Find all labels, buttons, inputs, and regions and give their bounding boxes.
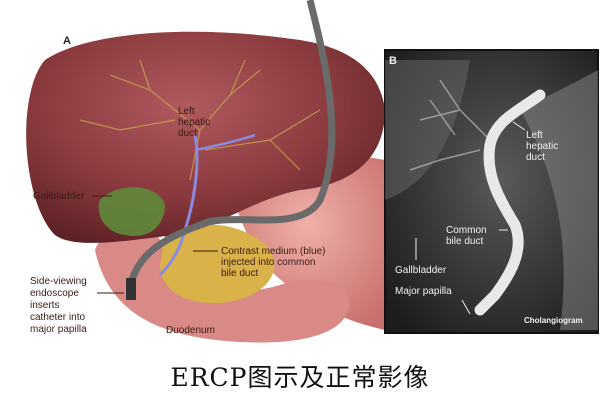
xray-liver-shadow [385, 60, 470, 200]
xray-bone-shadow [520, 70, 598, 330]
xray-label-common-bile-duct: Common bile duct [446, 225, 508, 247]
xray-label-cholangiogram: Cholangiogram [524, 316, 583, 325]
papilla-arrow [461, 299, 471, 315]
endoscope-tip [126, 278, 136, 300]
panel-b: B Left hepatic duct Common bile duct Gal… [384, 49, 599, 334]
gallbladder-shape [98, 187, 165, 236]
svg-text:hepatic: hepatic [526, 141, 558, 152]
bile-duct-branches [79, 59, 321, 181]
svg-text:duct: duct [526, 152, 545, 163]
label-gallbladder: Gallbladder [33, 191, 85, 202]
label-duodenum: Duodenum [166, 325, 215, 336]
panel-a: A Left hepatic duct Gallbladder Contrast… [26, 0, 385, 343]
svg-text:bile duct: bile duct [221, 268, 258, 279]
endoscope-tube [128, 0, 336, 282]
svg-text:Side-viewing: Side-viewing [30, 276, 87, 287]
figure-caption: ERCP图示及正常影像 [170, 363, 430, 392]
contrast-left-branch [194, 133, 256, 152]
label-endoscope: Side-viewing endoscope inserts catheter … [30, 276, 124, 335]
left-hepatic-pointer [512, 121, 526, 131]
svg-text:Left: Left [178, 106, 195, 117]
pancreas [160, 224, 275, 304]
liver [26, 31, 385, 243]
svg-text:Common: Common [446, 225, 487, 236]
label-contrast-medium: Contrast medium (blue) injected into com… [193, 246, 325, 279]
label-left-hepatic-duct: Left hepatic duct [178, 106, 210, 139]
xray-intrahepatic-ducts [409, 79, 491, 171]
svg-text:endoscope: endoscope [30, 288, 79, 299]
svg-text:bile duct: bile duct [446, 236, 483, 247]
panel-a-letter: A [63, 35, 71, 47]
svg-text:major papilla: major papilla [30, 324, 87, 335]
panel-b-letter: B [389, 55, 397, 67]
svg-text:injected into common: injected into common [221, 257, 316, 268]
xray-label-gallbladder: Gallbladder [395, 265, 447, 276]
xray-label-major-papilla: Major papilla [395, 286, 452, 297]
svg-text:duct: duct [178, 128, 197, 139]
xray-label-left-hepatic-duct: Left hepatic duct [512, 121, 558, 163]
duodenum [95, 222, 350, 343]
svg-text:Left: Left [526, 130, 543, 141]
xray-common-bile-duct [474, 89, 546, 316]
svg-text:catheter into: catheter into [30, 312, 85, 323]
svg-text:inserts: inserts [30, 300, 59, 311]
svg-text:hepatic: hepatic [178, 117, 210, 128]
svg-text:Contrast medium (blue): Contrast medium (blue) [221, 246, 325, 257]
